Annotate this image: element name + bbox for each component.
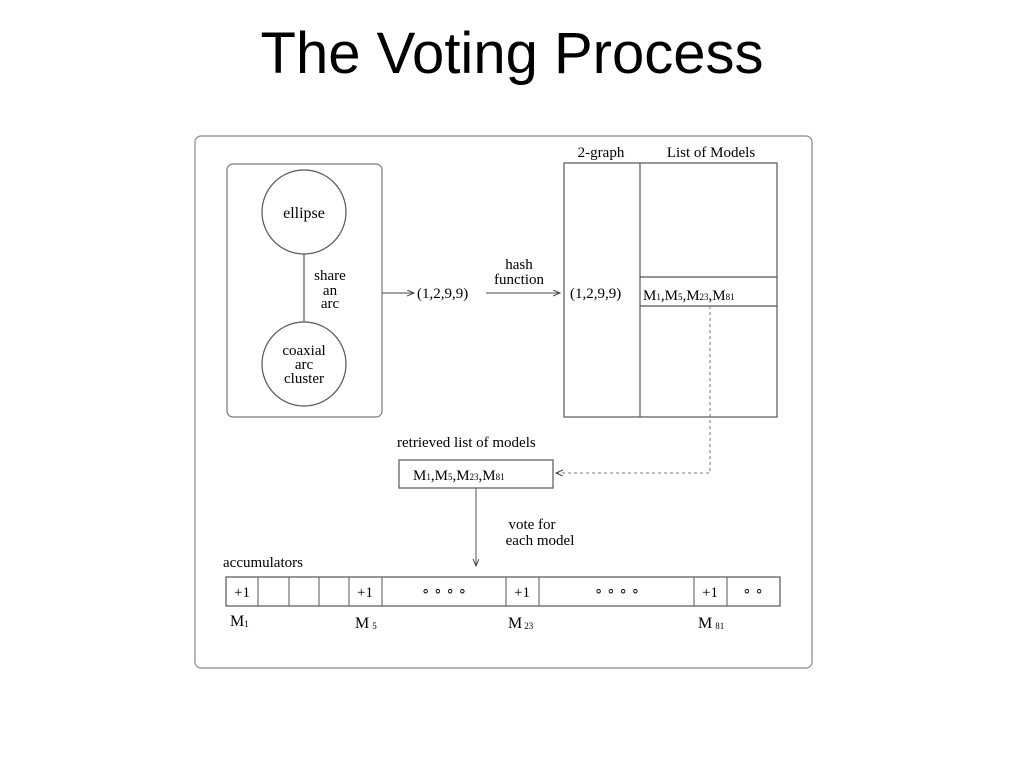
figure-frame — [194, 135, 813, 669]
table-row-key: (1,2,9,9) — [570, 286, 621, 302]
accumulator-array — [225, 576, 781, 607]
coaxial-cluster-node — [261, 321, 347, 407]
hash-label-2: function — [494, 272, 544, 288]
relation-label-3: arc — [321, 296, 340, 312]
hash-table — [563, 162, 778, 418]
accumulator-ellipsis-1: ∘ ∘ ∘ ∘ — [421, 584, 467, 599]
hash-label-1: hash — [505, 257, 533, 273]
accumulator-ellipsis-3: ∘ ∘ — [742, 584, 763, 599]
vote-label-2: each model — [506, 533, 575, 549]
relation-label-2: an — [323, 283, 338, 299]
accumulator-label-m1: M1 — [230, 613, 249, 630]
table-header-models: List of Models — [667, 145, 755, 161]
retrieved-list-models: M1,M5,M23,M81 — [413, 468, 505, 484]
accumulators-label: accumulators — [223, 555, 303, 571]
vote-label-1: vote for — [508, 517, 555, 533]
coaxial-label-1: coaxial — [282, 343, 325, 359]
table-row-models: M1,M5,M23,M81 — [643, 288, 735, 304]
accumulator-vote-m5: +1 — [357, 585, 373, 601]
feature-pair-box — [226, 163, 383, 418]
slide-title: The Voting Process — [260, 21, 764, 86]
coaxial-label-2: arc — [295, 357, 314, 373]
tuple-label: (1,2,9,9) — [417, 286, 468, 302]
accumulator-vote-m81: +1 — [702, 585, 718, 601]
table-header-2graph: 2-graph — [578, 145, 625, 161]
relation-label-1: share — [314, 268, 346, 284]
coaxial-label-3: cluster — [284, 371, 324, 387]
accumulator-ellipsis-2: ∘ ∘ ∘ ∘ — [594, 584, 640, 599]
accumulator-vote-m1: +1 — [234, 585, 250, 601]
retrieved-label: retrieved list of models — [397, 435, 536, 451]
accumulator-vote-m23: +1 — [514, 585, 530, 601]
ellipse-node-label: ellipse — [283, 205, 325, 222]
retrieval-connector — [556, 306, 711, 473]
